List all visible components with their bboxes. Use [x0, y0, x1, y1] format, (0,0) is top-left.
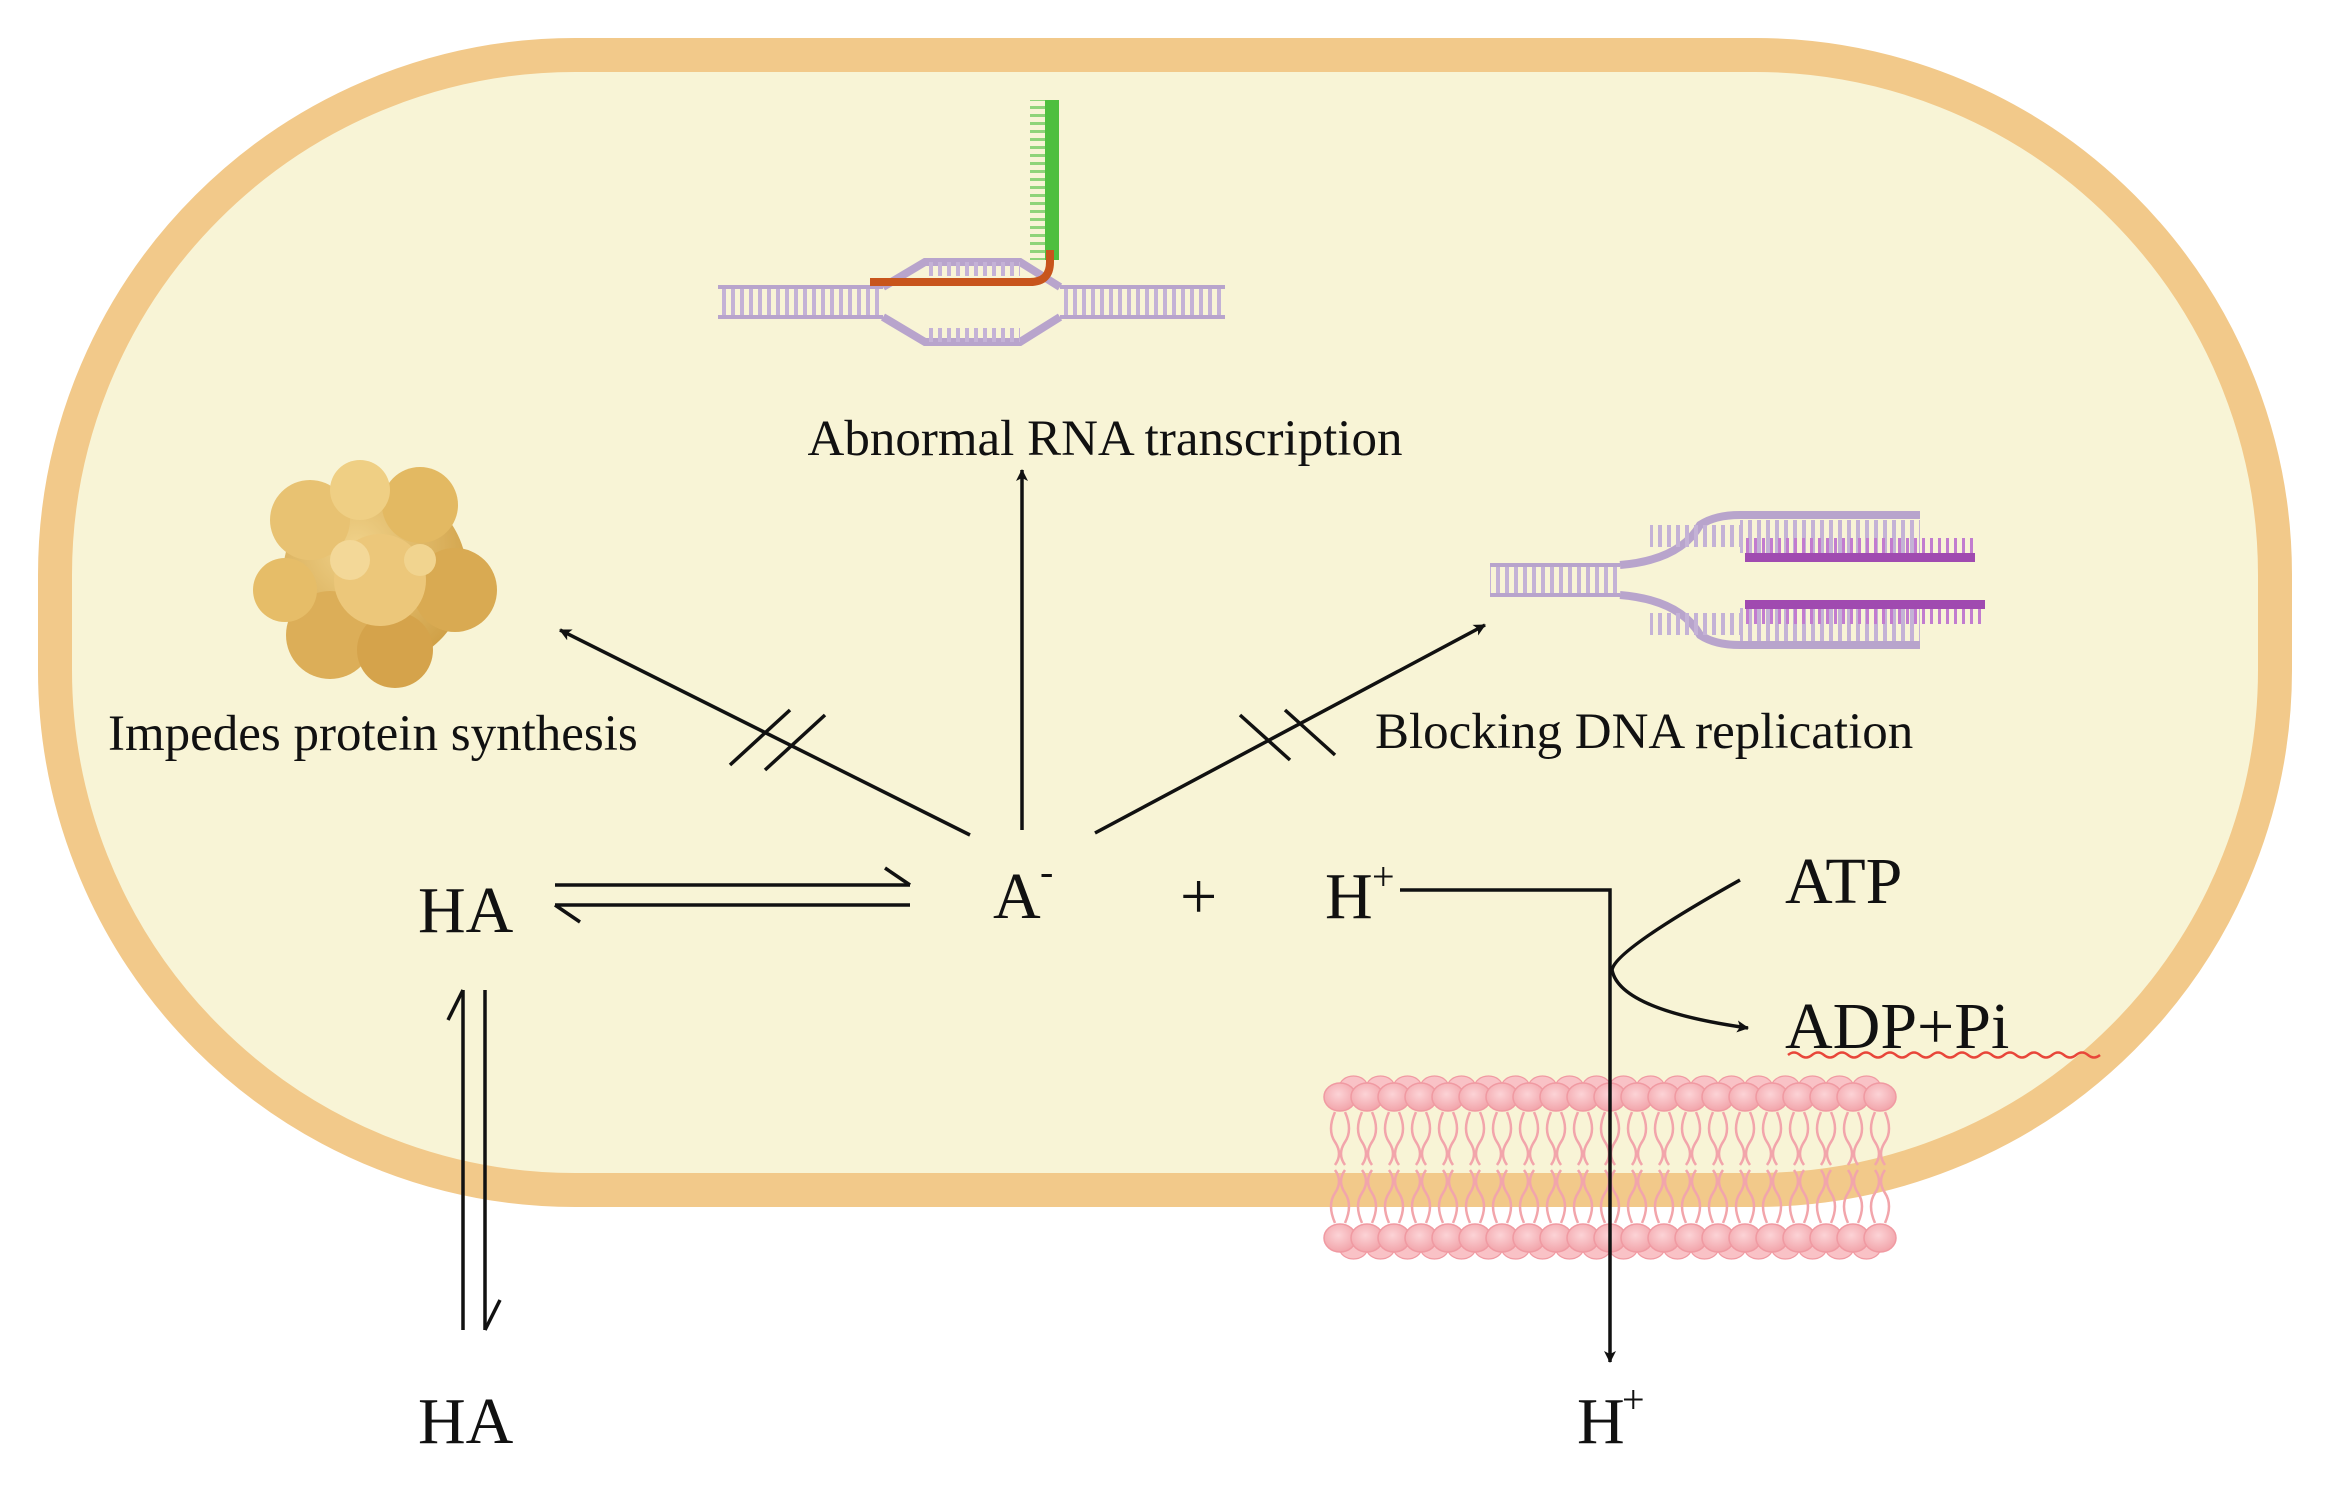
label-proton-inside: H [1325, 860, 1373, 933]
label-atp: ATP [1785, 845, 1902, 918]
label-proton-outside-charge: + [1622, 1377, 1645, 1422]
equilibrium-arrows-vertical [446, 989, 502, 1331]
label-ha-outside: HA [418, 1385, 514, 1458]
label-plus: + [1180, 860, 1217, 933]
label-replication: Blocking DNA replication [1375, 704, 1913, 760]
lipid-bilayer-icon [1323, 1075, 1897, 1260]
label-proton-outside: H [1577, 1385, 1625, 1458]
label-anion: A [993, 860, 1041, 933]
spell-underline [1787, 1051, 2101, 1059]
proton-export-arrow [1400, 888, 1616, 1363]
label-transcription: Abnormal RNA transcription [808, 411, 1403, 467]
label-protein: Impedes protein synthesis [108, 706, 638, 762]
arrow-to-replication [1094, 623, 1486, 835]
replication-fork-icon [1490, 511, 1985, 649]
equilibrium-arrows-horizontal [554, 866, 911, 924]
label-adp: ADP+Pi [1785, 990, 2009, 1063]
label-proton-inside-charge: + [1372, 854, 1395, 899]
block-mark-replication [1238, 708, 1337, 762]
label-ha-inside: HA [418, 874, 514, 947]
label-anion-charge: - [1040, 849, 1053, 894]
protein-blob-icon [253, 460, 497, 688]
transcription-bubble-icon [718, 100, 1225, 346]
block-mark-protein [728, 708, 827, 772]
atp-hydrolysis-arrow [1610, 878, 1749, 1033]
